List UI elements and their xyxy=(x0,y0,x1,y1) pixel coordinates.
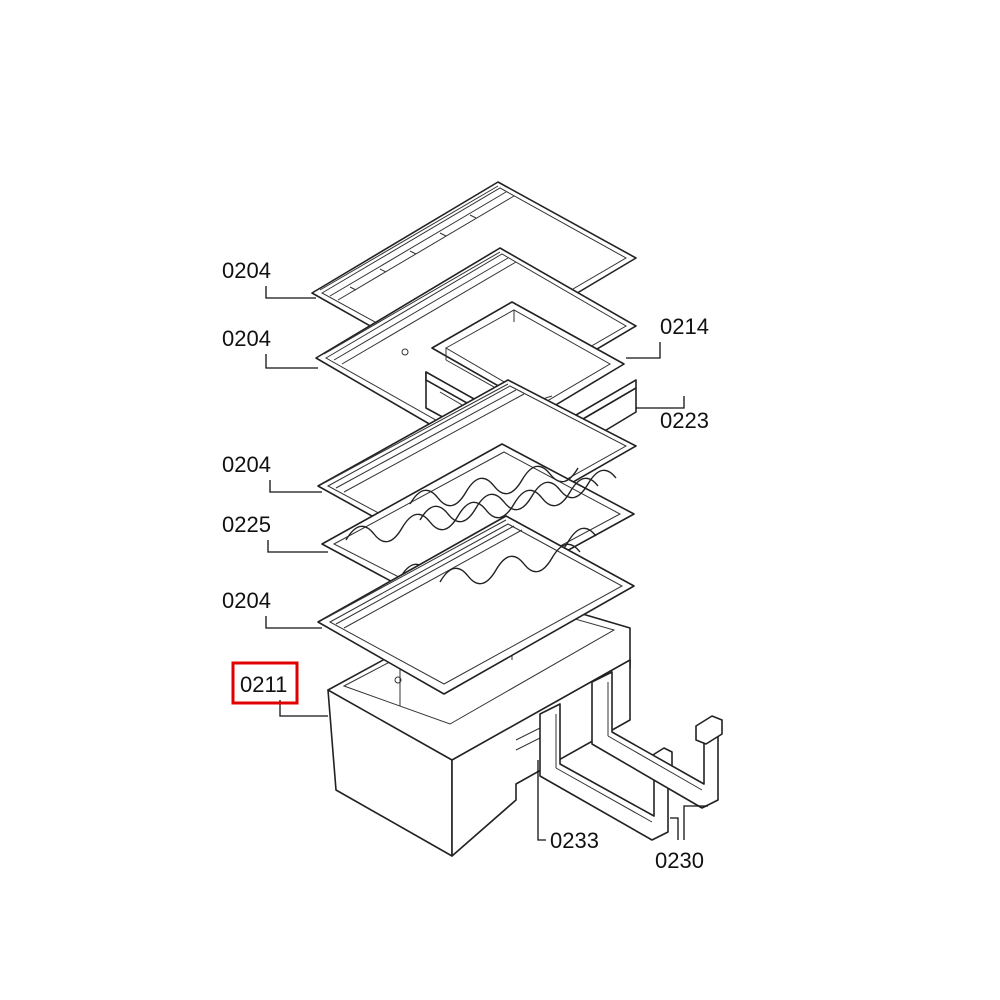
drawer-divider-back xyxy=(591,671,723,809)
label-glass-shelf-4: 0204 xyxy=(222,588,271,613)
label-bottle-rack: 0225 xyxy=(222,512,271,537)
label-glass-shelf-3: 0204 xyxy=(222,452,271,477)
label-drawer-divider-front: 0233 xyxy=(550,828,599,853)
label-small-drawer: 0223 xyxy=(660,408,709,433)
label-vegetable-drawer: 0211 xyxy=(240,672,287,697)
highlight-box xyxy=(231,661,299,705)
label-drawer-divider-back: 0230 xyxy=(655,848,704,873)
leader-lines xyxy=(265,286,708,841)
part-labels: 0204 0204 0214 0223 0204 0225 0204 0211 … xyxy=(222,258,709,873)
label-crisper-cover: 0214 xyxy=(660,314,709,339)
glass-shelf-4 xyxy=(317,515,635,695)
label-glass-shelf-2: 0204 xyxy=(222,326,271,351)
label-glass-shelf-1: 0204 xyxy=(222,258,271,283)
